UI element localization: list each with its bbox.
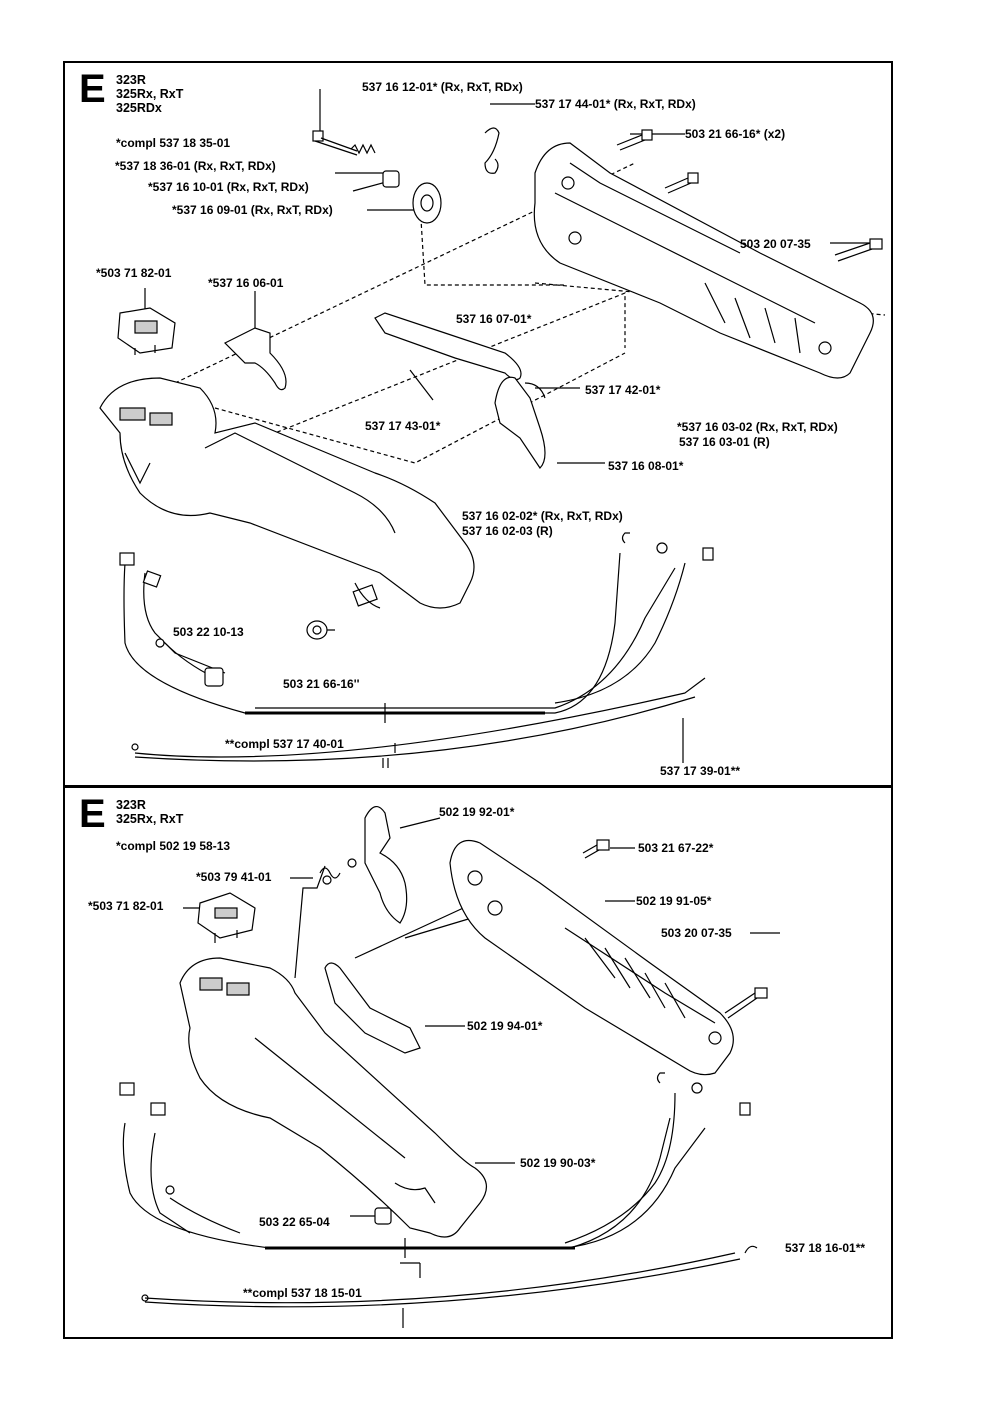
screw bbox=[616, 129, 883, 262]
part-label: *compl 502 19 58-13 bbox=[116, 839, 231, 853]
throttle-trigger bbox=[494, 376, 546, 469]
part-label: 537 16 07-01* bbox=[456, 312, 532, 326]
washer bbox=[412, 182, 442, 224]
rear-bracket bbox=[449, 839, 734, 1076]
part-label: 503 20 07-35 bbox=[740, 237, 811, 251]
part-label: 537 16 02-02* (Rx, RxT, RDx) bbox=[462, 509, 623, 523]
part-label: *503 71 82-01 bbox=[88, 899, 164, 913]
screw bbox=[582, 839, 768, 1019]
bottom-diagram-panel: E 323R 325Rx, RxT bbox=[63, 786, 893, 1339]
stop-switch bbox=[197, 892, 256, 943]
part-label: 502 19 92-01* bbox=[439, 805, 515, 819]
clip bbox=[484, 127, 500, 174]
part-label: 502 19 94-01* bbox=[467, 1019, 543, 1033]
part-label: 537 17 42-01* bbox=[585, 383, 661, 397]
section-letter: E bbox=[79, 792, 106, 836]
part-label: 537 17 43-01* bbox=[365, 419, 441, 433]
part-label: *537 16 09-01 (Rx, RxT, RDx) bbox=[172, 203, 333, 217]
model-list: 323R 325Rx, RxT bbox=[116, 798, 183, 826]
part-label: *503 79 41-01 bbox=[196, 870, 272, 884]
part-label: 503 21 66-16* (x2) bbox=[685, 127, 786, 141]
grommet bbox=[374, 1207, 392, 1225]
spring bbox=[319, 867, 341, 879]
model-name: 323R bbox=[116, 73, 146, 87]
section-letter: E bbox=[79, 67, 106, 111]
main-handle bbox=[179, 957, 487, 1238]
cable-terminals bbox=[119, 532, 714, 687]
part-label: 503 21 67-22* bbox=[638, 841, 714, 855]
lockout-lever bbox=[223, 327, 287, 391]
handle-assembly-drawing bbox=[119, 806, 780, 1328]
throttle-cable bbox=[122, 1092, 741, 1328]
part-label: 503 22 10-13 bbox=[173, 625, 244, 639]
handle-assembly-drawing bbox=[99, 89, 886, 768]
throttle-cable bbox=[123, 552, 706, 768]
part-label: 502 19 91-05* bbox=[636, 894, 712, 908]
throttle-trigger bbox=[324, 962, 421, 1054]
part-label: *537 16 10-01 (Rx, RxT, RDx) bbox=[148, 180, 309, 194]
part-label: *compl 537 18 35-01 bbox=[116, 136, 231, 150]
grommet bbox=[306, 620, 328, 640]
part-label: 537 16 02-03 (R) bbox=[462, 524, 553, 538]
lockout-lever bbox=[364, 806, 408, 924]
model-name: 325Rx, RxT bbox=[116, 812, 184, 826]
model-name: 325Rx, RxT bbox=[116, 87, 184, 101]
model-list: 323R 325Rx, RxT 325RDx bbox=[116, 73, 183, 115]
part-label: *537 18 36-01 (Rx, RxT, RDx) bbox=[115, 159, 276, 173]
part-label: *537 16 06-01 bbox=[208, 276, 284, 290]
model-name: 323R bbox=[116, 798, 146, 812]
main-handle bbox=[99, 377, 475, 609]
model-name: 325RDx bbox=[116, 101, 162, 115]
part-label: **compl 537 17 40-01 bbox=[225, 737, 344, 751]
part-label: **compl 537 18 15-01 bbox=[243, 1286, 362, 1300]
rear-bracket bbox=[533, 142, 874, 379]
part-label: 537 16 08-01* bbox=[608, 459, 684, 473]
screw bbox=[312, 130, 358, 156]
part-label: 503 22 65-04 bbox=[259, 1215, 330, 1229]
part-label: 503 21 66-16'' bbox=[283, 677, 360, 691]
part-label: 537 17 44-01* (Rx, RxT, RDx) bbox=[535, 97, 696, 111]
spring bbox=[350, 143, 376, 155]
part-label: 502 19 90-03* bbox=[520, 1156, 596, 1170]
part-label: 537 18 16-01** bbox=[785, 1241, 866, 1255]
part-label: 503 20 07-35 bbox=[661, 926, 732, 940]
part-label: 537 17 39-01** bbox=[660, 764, 741, 778]
top-diagram-panel: E 323R 325Rx, RxT 325RDx bbox=[63, 61, 893, 787]
cable-terminals bbox=[119, 1072, 758, 1254]
throttle-arm bbox=[374, 312, 522, 381]
part-label: 537 16 12-01* (Rx, RxT, RDx) bbox=[362, 80, 523, 94]
nut bbox=[382, 170, 400, 188]
part-label: 537 16 03-01 (R) bbox=[679, 435, 770, 449]
part-label: *537 16 03-02 (Rx, RxT, RDx) bbox=[677, 420, 838, 434]
part-label: *503 71 82-01 bbox=[96, 266, 172, 280]
stop-switch bbox=[117, 307, 176, 355]
